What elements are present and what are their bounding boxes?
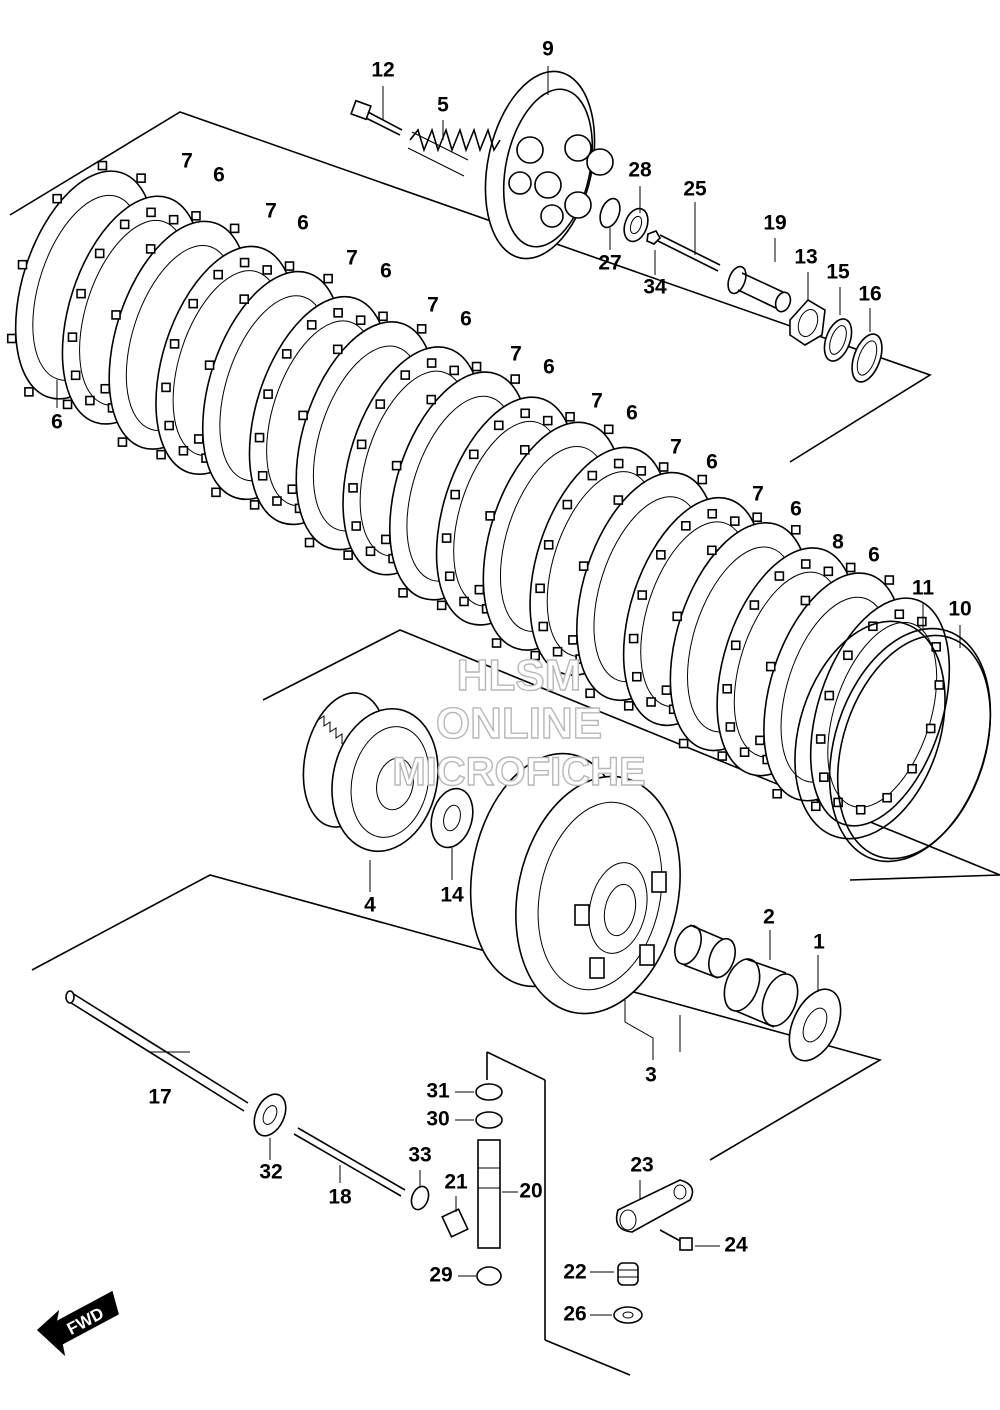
drive-plate[interactable] [785,581,976,844]
clutch-sleeve-hub[interactable] [292,685,451,861]
label-8[interactable]: 8 [832,531,844,554]
label-14[interactable]: 14 [440,884,464,907]
label-5[interactable]: 5 [437,94,449,117]
oil-seal-33[interactable] [408,1184,431,1212]
wire-rings[interactable] [769,602,1000,882]
label-6d[interactable]: 6 [380,260,392,283]
clutch-push-rod-17[interactable] [65,990,249,1112]
label-32[interactable]: 32 [259,1161,282,1184]
label-33[interactable]: 33 [408,1144,431,1167]
label-11[interactable]: 11 [912,577,935,600]
label-21[interactable]: 21 [444,1171,468,1194]
small-parts-upper[interactable] [596,196,721,272]
watermark-line3: MICROFICHE [392,750,645,794]
spacer-and-bearing[interactable] [670,922,851,1069]
label-6b[interactable]: 6 [213,164,225,187]
label-17[interactable]: 17 [148,1086,171,1109]
watermark-line1: HLSM [457,651,582,700]
label-34[interactable]: 34 [643,276,667,299]
label-26[interactable]: 26 [563,1303,586,1326]
push-rod-18[interactable] [293,1127,406,1197]
bolt-24[interactable] [659,1229,693,1251]
label-6e[interactable]: 6 [460,308,472,331]
primary-driven-gear-housing[interactable] [450,739,701,1029]
watermark: HLSM ONLINE MICROFICHE [392,650,647,794]
washer-26[interactable] [613,1306,643,1324]
label-7e[interactable]: 7 [510,343,522,366]
label-29[interactable]: 29 [429,1264,452,1287]
label-6g[interactable]: 6 [626,402,638,425]
part-number-labels: 1 2 3 4 5 6 6 6 6 6 6 6 6 6 6 7 7 7 7 7 … [51,38,972,1326]
label-6c[interactable]: 6 [297,212,309,235]
label-3[interactable]: 3 [645,1064,657,1087]
fwd-arrow-icon: FWD [36,1290,119,1357]
label-13[interactable]: 13 [794,246,817,269]
pin-21[interactable] [441,1208,469,1238]
label-30[interactable]: 30 [426,1108,449,1131]
clutch-plate-stack [6,160,976,844]
label-27[interactable]: 27 [598,252,621,275]
label-7g[interactable]: 7 [670,436,682,459]
label-6a[interactable]: 6 [51,411,63,434]
label-10[interactable]: 10 [948,598,971,621]
label-7b[interactable]: 7 [265,200,277,223]
spring-22[interactable] [617,1262,639,1286]
label-6f[interactable]: 6 [543,356,555,379]
label-15[interactable]: 15 [826,261,850,284]
thrust-washer-14[interactable] [425,784,479,852]
clutch-spring[interactable] [407,127,501,177]
label-20[interactable]: 20 [519,1180,542,1203]
label-7f[interactable]: 7 [591,390,603,413]
label-16[interactable]: 16 [858,283,881,306]
leader-lines [56,66,961,1316]
label-1[interactable]: 1 [813,931,825,954]
label-6h[interactable]: 6 [706,451,718,474]
label-6j[interactable]: 6 [868,544,880,567]
release-arm-23[interactable] [615,1179,694,1233]
label-7c[interactable]: 7 [346,247,358,270]
label-7d[interactable]: 7 [427,294,439,317]
label-18[interactable]: 18 [328,1186,352,1209]
label-6i[interactable]: 6 [790,498,802,521]
label-28[interactable]: 28 [628,159,652,182]
label-2[interactable]: 2 [763,906,775,929]
spring-bolt[interactable] [350,99,403,136]
label-12[interactable]: 12 [371,59,394,82]
label-19[interactable]: 19 [763,212,786,235]
oil-seal-32[interactable] [248,1089,292,1141]
label-25[interactable]: 25 [683,178,707,201]
pushrod-and-washers[interactable] [725,264,888,386]
release-shaft-20[interactable] [475,1083,503,1286]
pressure-plate[interactable] [469,61,614,268]
label-24[interactable]: 24 [724,1234,748,1257]
label-23[interactable]: 23 [630,1154,653,1177]
label-22[interactable]: 22 [563,1261,586,1284]
label-4[interactable]: 4 [364,894,376,917]
label-9[interactable]: 9 [542,38,554,61]
label-7h[interactable]: 7 [752,483,764,506]
watermark-line2: ONLINE [436,699,602,748]
label-7a[interactable]: 7 [181,150,193,173]
label-31[interactable]: 31 [426,1080,450,1103]
